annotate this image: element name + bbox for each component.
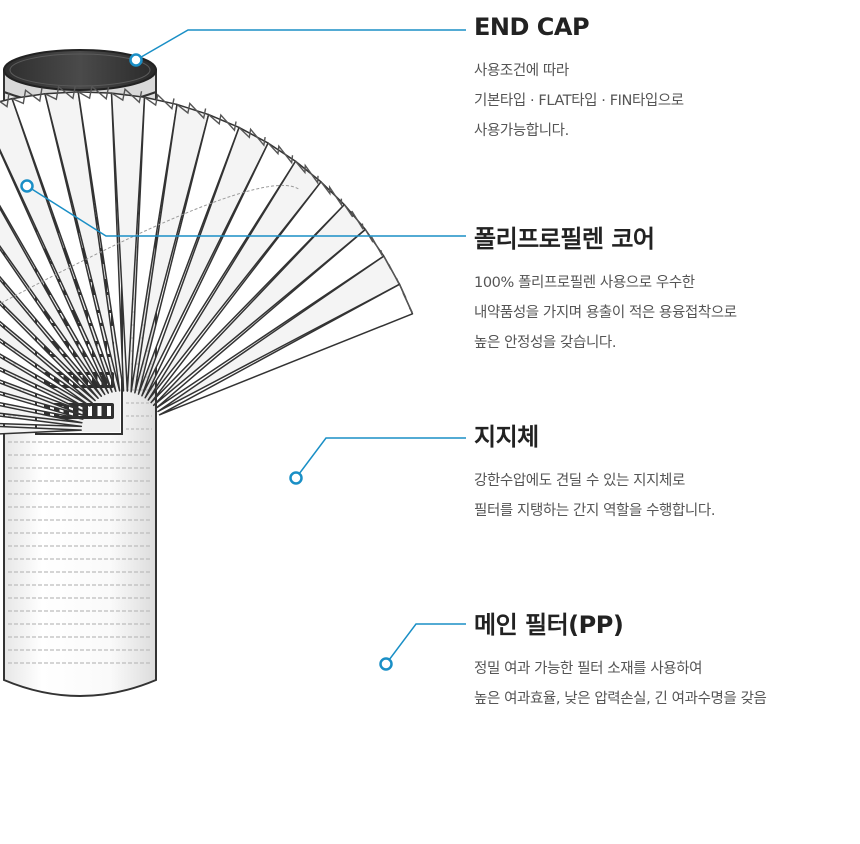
- callout-line: 내약품성을 가지며 용출이 적은 용융접착으로: [474, 298, 858, 328]
- callout-line: 사용가능합니다.: [474, 116, 858, 146]
- leader-line: [136, 30, 466, 60]
- callout-line: 높은 안정성을 갖습니다.: [474, 328, 858, 358]
- leader-dot: [291, 473, 302, 484]
- callout-line: 높은 여과효율, 낮은 압력손실, 긴 여과수명을 갖음: [474, 684, 858, 714]
- callout-title: END CAP: [474, 12, 858, 42]
- callout-pp-core: 폴리프로필렌 코어 100% 폴리프로필렌 사용으로 우수한 내약품성을 가지며…: [474, 224, 858, 358]
- leader-dot: [381, 659, 392, 670]
- callout-line: 사용조건에 따라: [474, 56, 858, 86]
- callout-line: 기본타입 · FLAT타입 · FIN타입으로: [474, 86, 858, 116]
- leader-dot: [22, 181, 33, 192]
- core-slot: [98, 406, 102, 416]
- callout-title: 지지체: [474, 422, 858, 452]
- callout-line: 필터를 지탱하는 간지 역할을 수행합니다.: [474, 496, 858, 526]
- leader-dot: [131, 55, 142, 66]
- callout-title: 메인 필터(PP): [474, 610, 858, 640]
- callout-main-filter: 메인 필터(PP) 정밀 여과 가능한 필터 소재를 사용하여 높은 여과효율,…: [474, 610, 858, 714]
- core-slot: [107, 406, 111, 416]
- callout-end-cap: END CAP 사용조건에 따라 기본타입 · FLAT타입 · FIN타입으로…: [474, 12, 858, 146]
- callout-title: 폴리프로필렌 코어: [474, 224, 858, 254]
- callout-line: 정밀 여과 가능한 필터 소재를 사용하여: [474, 654, 858, 684]
- core-slot: [88, 406, 92, 416]
- callout-support-layer: 지지체 강한수압에도 견딜 수 있는 지지체로 필터를 지탱하는 간지 역할을 …: [474, 422, 858, 526]
- leader-line: [296, 438, 466, 478]
- callout-line: 100% 폴리프로필렌 사용으로 우수한: [474, 268, 858, 298]
- leader-line: [386, 624, 466, 664]
- callout-line: 강한수압에도 견딜 수 있는 지지체로: [474, 466, 858, 496]
